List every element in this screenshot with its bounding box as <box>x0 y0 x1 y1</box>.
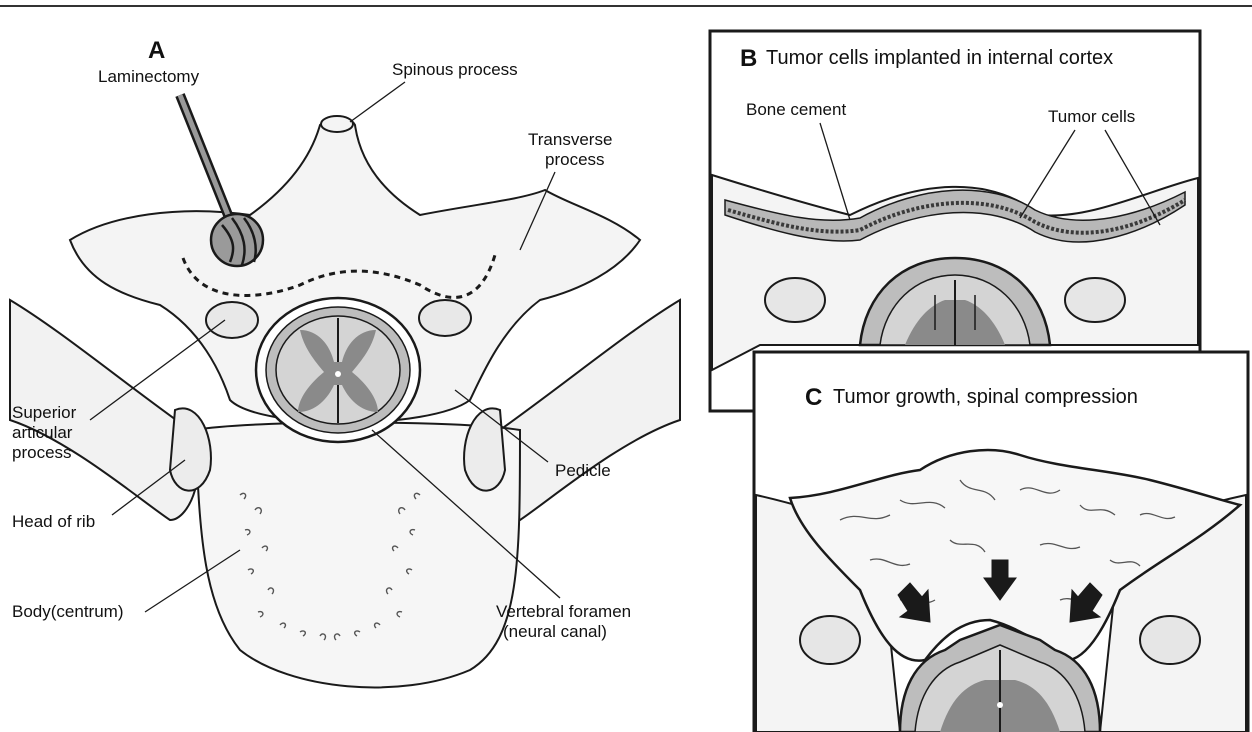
label-vertebral-foramen-1: Vertebral foramen <box>496 602 631 621</box>
spinal-cord-a <box>256 298 420 442</box>
spinous-process-tip <box>321 116 353 132</box>
panel-c-letter: C <box>805 384 822 411</box>
label-superior-articular-1: Superior <box>12 403 77 422</box>
label-pedicle: Pedicle <box>555 461 611 480</box>
panel-c <box>754 352 1248 732</box>
label-bone-cement: Bone cement <box>746 100 846 119</box>
panel-a-letter: A <box>148 37 165 64</box>
facet-right <box>419 300 471 336</box>
label-tumor-cells: Tumor cells <box>1048 107 1135 126</box>
label-body: Body(centrum) <box>12 602 123 621</box>
facet-left <box>206 302 258 338</box>
rib-head-left <box>170 408 211 490</box>
panel-b-facet-left <box>765 278 825 322</box>
panel-b-letter: B <box>740 45 757 72</box>
label-spinous-process: Spinous process <box>392 60 518 79</box>
label-transverse-process-2: process <box>545 150 605 169</box>
label-superior-articular-3: process <box>12 443 72 462</box>
panel-b-facet-right <box>1065 278 1125 322</box>
label-vertebral-foramen-2: (neural canal) <box>503 622 607 641</box>
panel-c-facet-left <box>800 616 860 664</box>
panel-b-title: Tumor cells implanted in internal cortex <box>766 47 1113 69</box>
label-transverse-process-1: Transverse <box>528 130 612 149</box>
laminectomy-label: Laminectomy <box>98 67 200 86</box>
panel-c-title: Tumor growth, spinal compression <box>833 386 1138 408</box>
rib-head-right <box>464 408 505 490</box>
panel-c-facet-right <box>1140 616 1200 664</box>
label-superior-articular-2: articular <box>12 423 73 442</box>
label-head-of-rib: Head of rib <box>12 512 95 531</box>
